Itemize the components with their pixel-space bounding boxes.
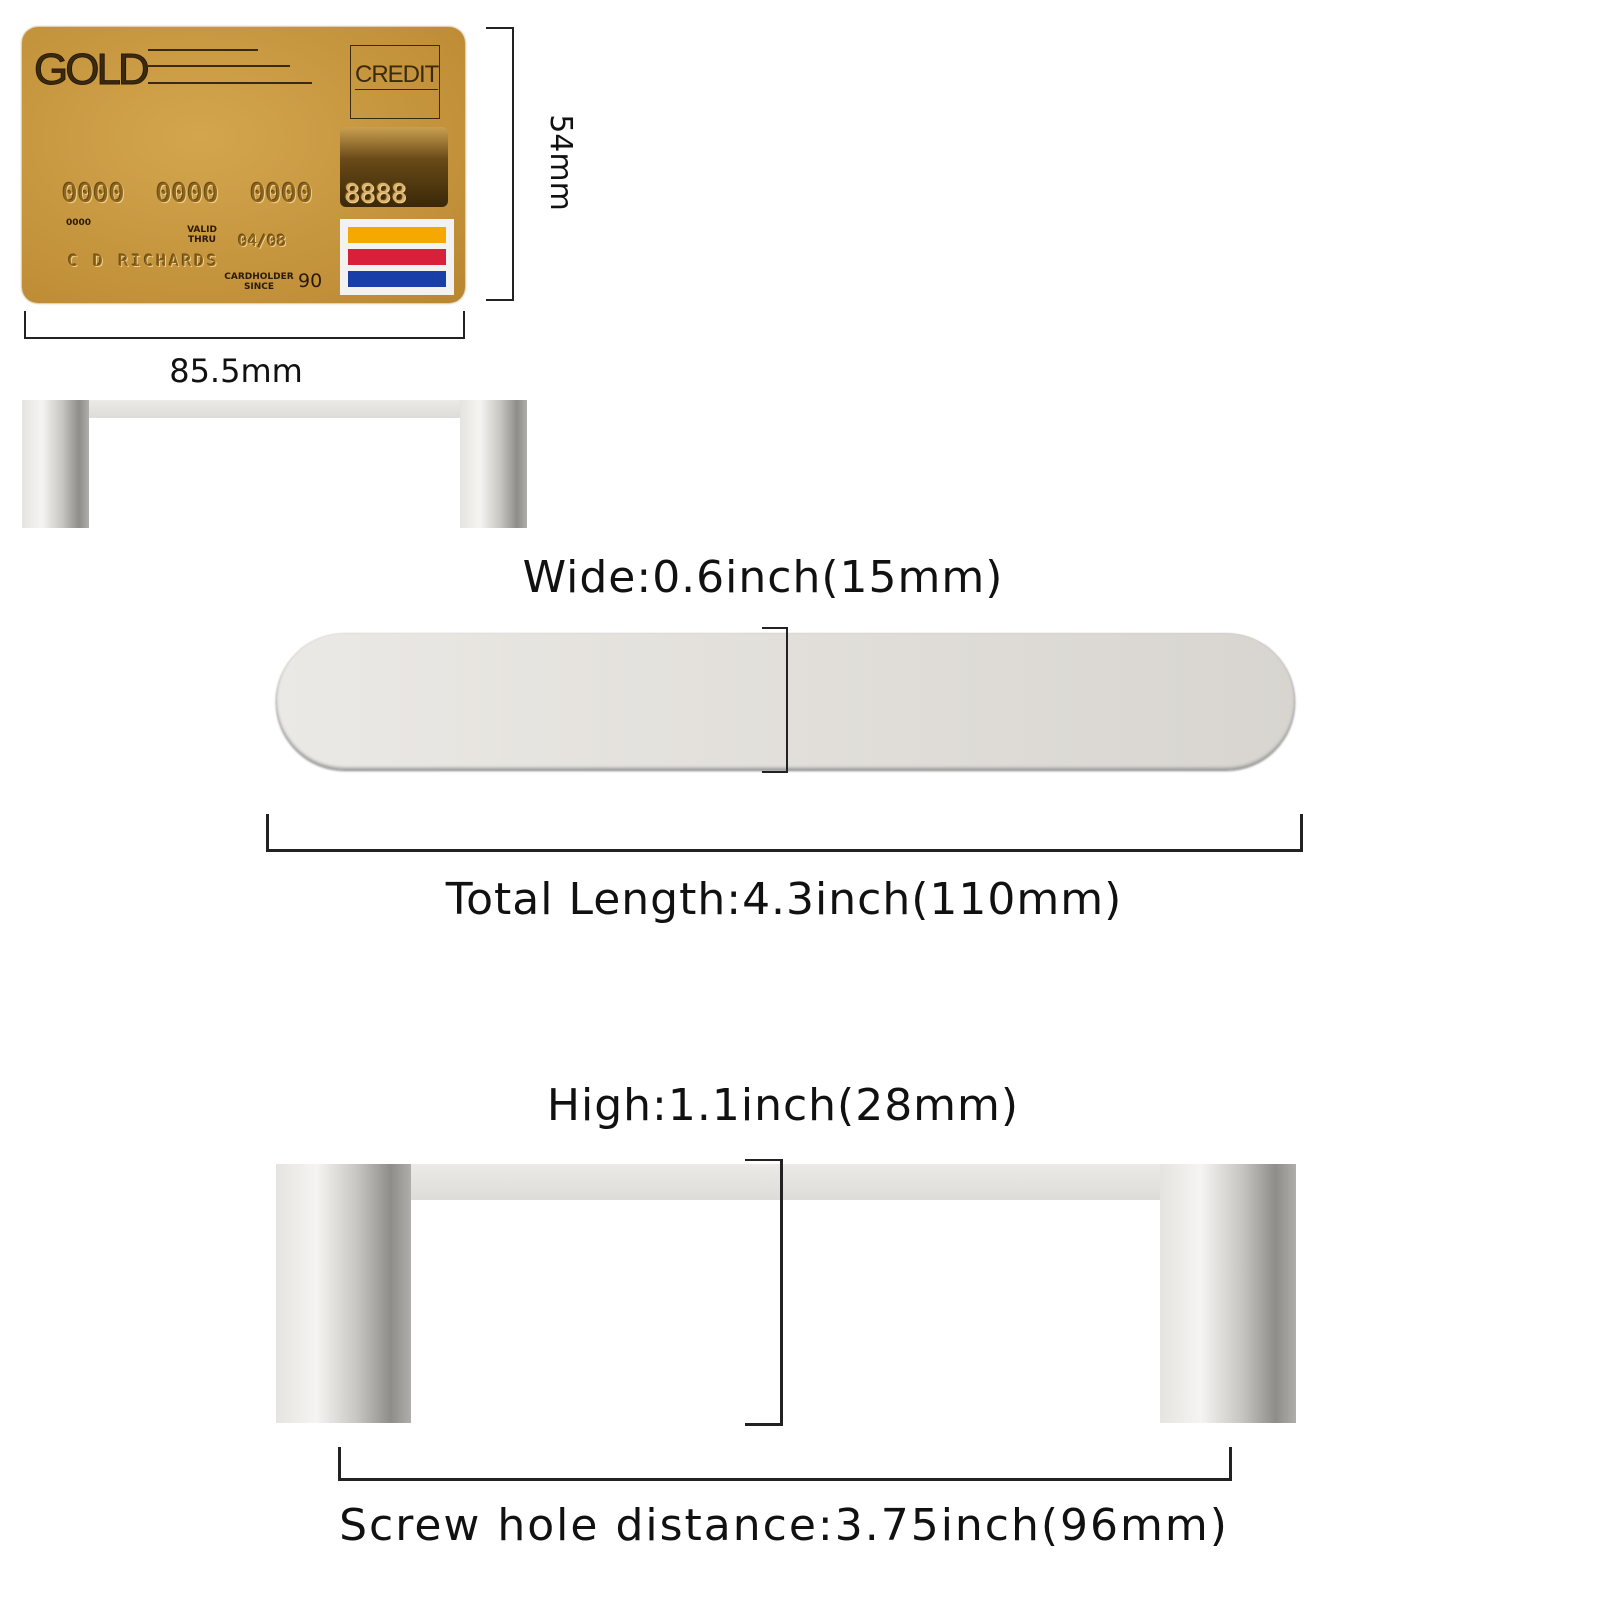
length-label: Total Length:4.3inch(110mm) <box>445 874 1123 925</box>
bracket-tick <box>762 771 788 773</box>
bracket-tick <box>745 1159 783 1161</box>
bracket-tick <box>745 1423 783 1426</box>
card-number-1: 0000 <box>62 179 125 209</box>
card-brand: GOLD <box>34 45 151 95</box>
card-line <box>148 65 290 67</box>
bracket-tick <box>1300 814 1303 852</box>
valid-label: VALID THRU <box>187 225 217 245</box>
card-number-2: 0000 <box>156 179 219 209</box>
since-label: CARDHOLDER SINCE <box>224 272 294 292</box>
width-bracket <box>786 627 788 773</box>
bracket-tick <box>338 1447 341 1481</box>
small-handle-leg-left <box>22 400 89 528</box>
flag-stripe <box>348 271 446 287</box>
card-height-label: 54mm <box>542 114 578 211</box>
length-bracket <box>266 849 1303 852</box>
small-number: 0000 <box>66 218 92 228</box>
height-bracket <box>780 1159 783 1426</box>
since-year: 90 <box>298 270 323 292</box>
card-width-label: 85.5mm <box>169 352 303 390</box>
hologram <box>340 127 448 207</box>
card-height-bracket <box>512 27 514 301</box>
bracket-tick <box>463 311 465 339</box>
card-network-logo <box>340 219 454 295</box>
card-number-3: 0000 <box>250 179 313 209</box>
card-line <box>148 49 258 51</box>
card-type: CREDIT <box>355 61 439 90</box>
handle-top-view <box>276 633 1295 770</box>
width-label: Wide:0.6inch(15mm) <box>522 552 1004 603</box>
flag-stripe <box>348 227 446 243</box>
screw-bracket <box>338 1478 1232 1481</box>
card-width-bracket <box>24 337 465 339</box>
card-line <box>148 82 312 84</box>
height-label: High:1.1inch(28mm) <box>546 1080 1020 1131</box>
handle-leg-right <box>1160 1164 1296 1423</box>
bracket-tick <box>266 814 269 852</box>
handle-leg-left <box>276 1164 411 1423</box>
bracket-tick <box>762 627 788 629</box>
credit-box <box>350 45 440 119</box>
bracket-tick <box>24 311 26 339</box>
credit-card-reference: GOLD CREDIT 0000 0000 0000 8888 0000 VAL… <box>22 27 465 303</box>
bracket-tick <box>486 299 514 301</box>
bracket-tick <box>486 27 514 29</box>
flag-stripe <box>348 249 446 265</box>
handle-side-bar <box>276 1164 1296 1200</box>
screw-distance-label: Screw hole distance:3.75inch(96mm) <box>339 1500 1229 1551</box>
card-number-4: 8888 <box>344 179 407 209</box>
small-handle-leg-right <box>460 400 527 528</box>
small-handle-bar <box>22 400 527 418</box>
valid-date: 04/08 <box>238 231 287 250</box>
cardholder-name: C D RICHARDS <box>68 251 220 270</box>
bracket-tick <box>1229 1447 1232 1481</box>
